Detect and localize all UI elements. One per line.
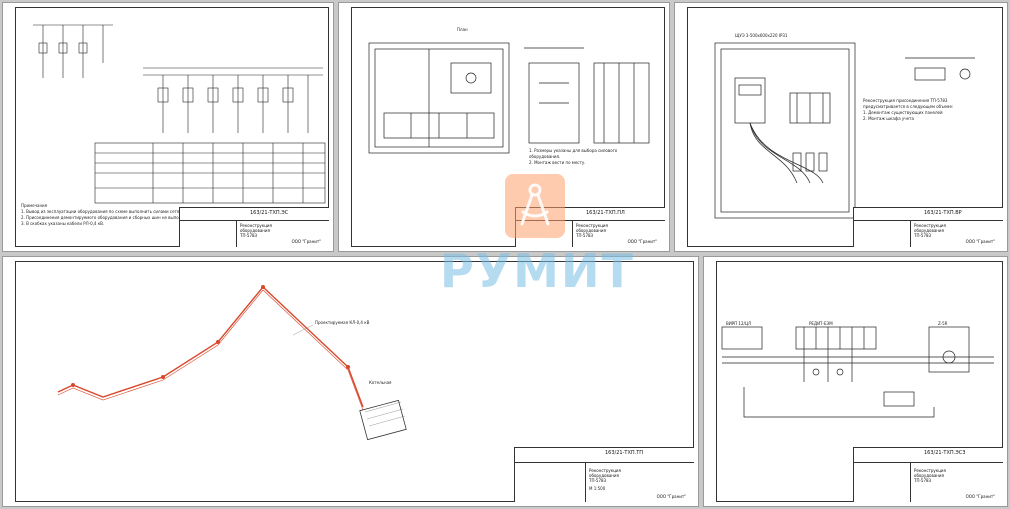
drawing-code: 163/21-ТХП.ПЛ: [586, 210, 625, 216]
drawing-title: Реконструкция оборудования ТП-5783: [914, 468, 946, 483]
cabinet-graphics: [714, 42, 975, 219]
drawing-scale: М 1:500: [589, 486, 606, 491]
drawing-code: 163/21-ТХП.ЭС: [250, 210, 289, 216]
drawing-sheet-cable-route[interactable]: Проектируемая КЛ-0,4 кВ Котельная 163/21…: [2, 256, 699, 507]
drawing-sheet-scheme[interactable]: Примечания 1. Вывод из эксплуатации обор…: [2, 2, 334, 252]
sheet-notes: 1. Размеры указаны для выбора силового о…: [529, 148, 618, 165]
organization-name: ООО "Гранит": [627, 239, 657, 244]
z-device-label: Z-5R: [938, 321, 948, 326]
cabinet-label: ЩУЭ 3-500х600х220 IP31: [735, 33, 788, 38]
panel-label: ВИРП 12/ЦЛ: [726, 321, 751, 326]
scheme-graphics: [33, 24, 326, 204]
drawing-sheet-relay[interactable]: ВИРП 12/ЦЛ РЕДИТ-ЕЭМ Z-5R 163/: [703, 256, 1008, 507]
drawing-frame: [351, 7, 665, 247]
drawing-title: Реконструкция оборудования ТП-5783: [240, 223, 272, 238]
organization-name: ООО "Гранит": [965, 494, 995, 499]
drawing-sheet-plan[interactable]: План 1. Размеры указаны для выбора силов…: [338, 2, 670, 252]
organization-name: ООО "Гранит": [656, 494, 686, 499]
title-block: 163/21-ТХП.ВР Реконструкция оборудования…: [853, 207, 1003, 247]
drawing-sheet-cabinet[interactable]: ЩУЭ 3-500х600х220 IP31 Реконструкция при…: [674, 2, 1008, 252]
sheet-notes: Реконструкция присоединения ТП-5783 пред…: [863, 98, 954, 121]
organization-name: ООО "Гранит": [965, 239, 995, 244]
cable-label: Проектируемая КЛ-0,4 кВ: [315, 320, 370, 325]
drawing-code: 163/21-ТХП.ТП: [605, 450, 644, 456]
drawing-frame: [15, 261, 694, 502]
cable-route-graphics: [57, 285, 407, 441]
drawing-title: Реконструкция оборудования ТП-5783: [914, 223, 946, 238]
drawing-code: 163/21-ТХП.ВР: [924, 210, 962, 216]
drawing-frame: [687, 7, 1003, 247]
relay-label: РЕДИТ-ЕЭМ: [809, 321, 833, 326]
drawing-title: Реконструкция оборудования ТП-5783: [589, 468, 621, 483]
relay-graphics: [721, 326, 994, 418]
plan-label: План: [457, 27, 468, 32]
title-block: 163/21-ТХП.ЭС Реконструкция оборудования…: [179, 207, 329, 247]
drawing-code: 163/21-ТХП.ЭСЗ: [924, 450, 966, 456]
organization-name: ООО "Гранит": [291, 239, 321, 244]
building-label: Котельная: [369, 380, 392, 385]
plan-graphics: [368, 42, 650, 154]
drawing-title: Реконструкция оборудования ТП-5783: [576, 223, 608, 238]
title-block: 163/21-ТХП.ПЛ Реконструкция оборудования…: [515, 207, 665, 247]
drawing-frame: [15, 7, 329, 247]
sheet-notes: Примечания 1. Вывод из эксплуатации обор…: [21, 203, 192, 226]
title-block: 163/21-ТХП.ТП Реконструкция оборудования…: [514, 447, 694, 502]
title-block: 163/21-ТХП.ЭСЗ Реконструкция оборудовани…: [853, 447, 1003, 502]
